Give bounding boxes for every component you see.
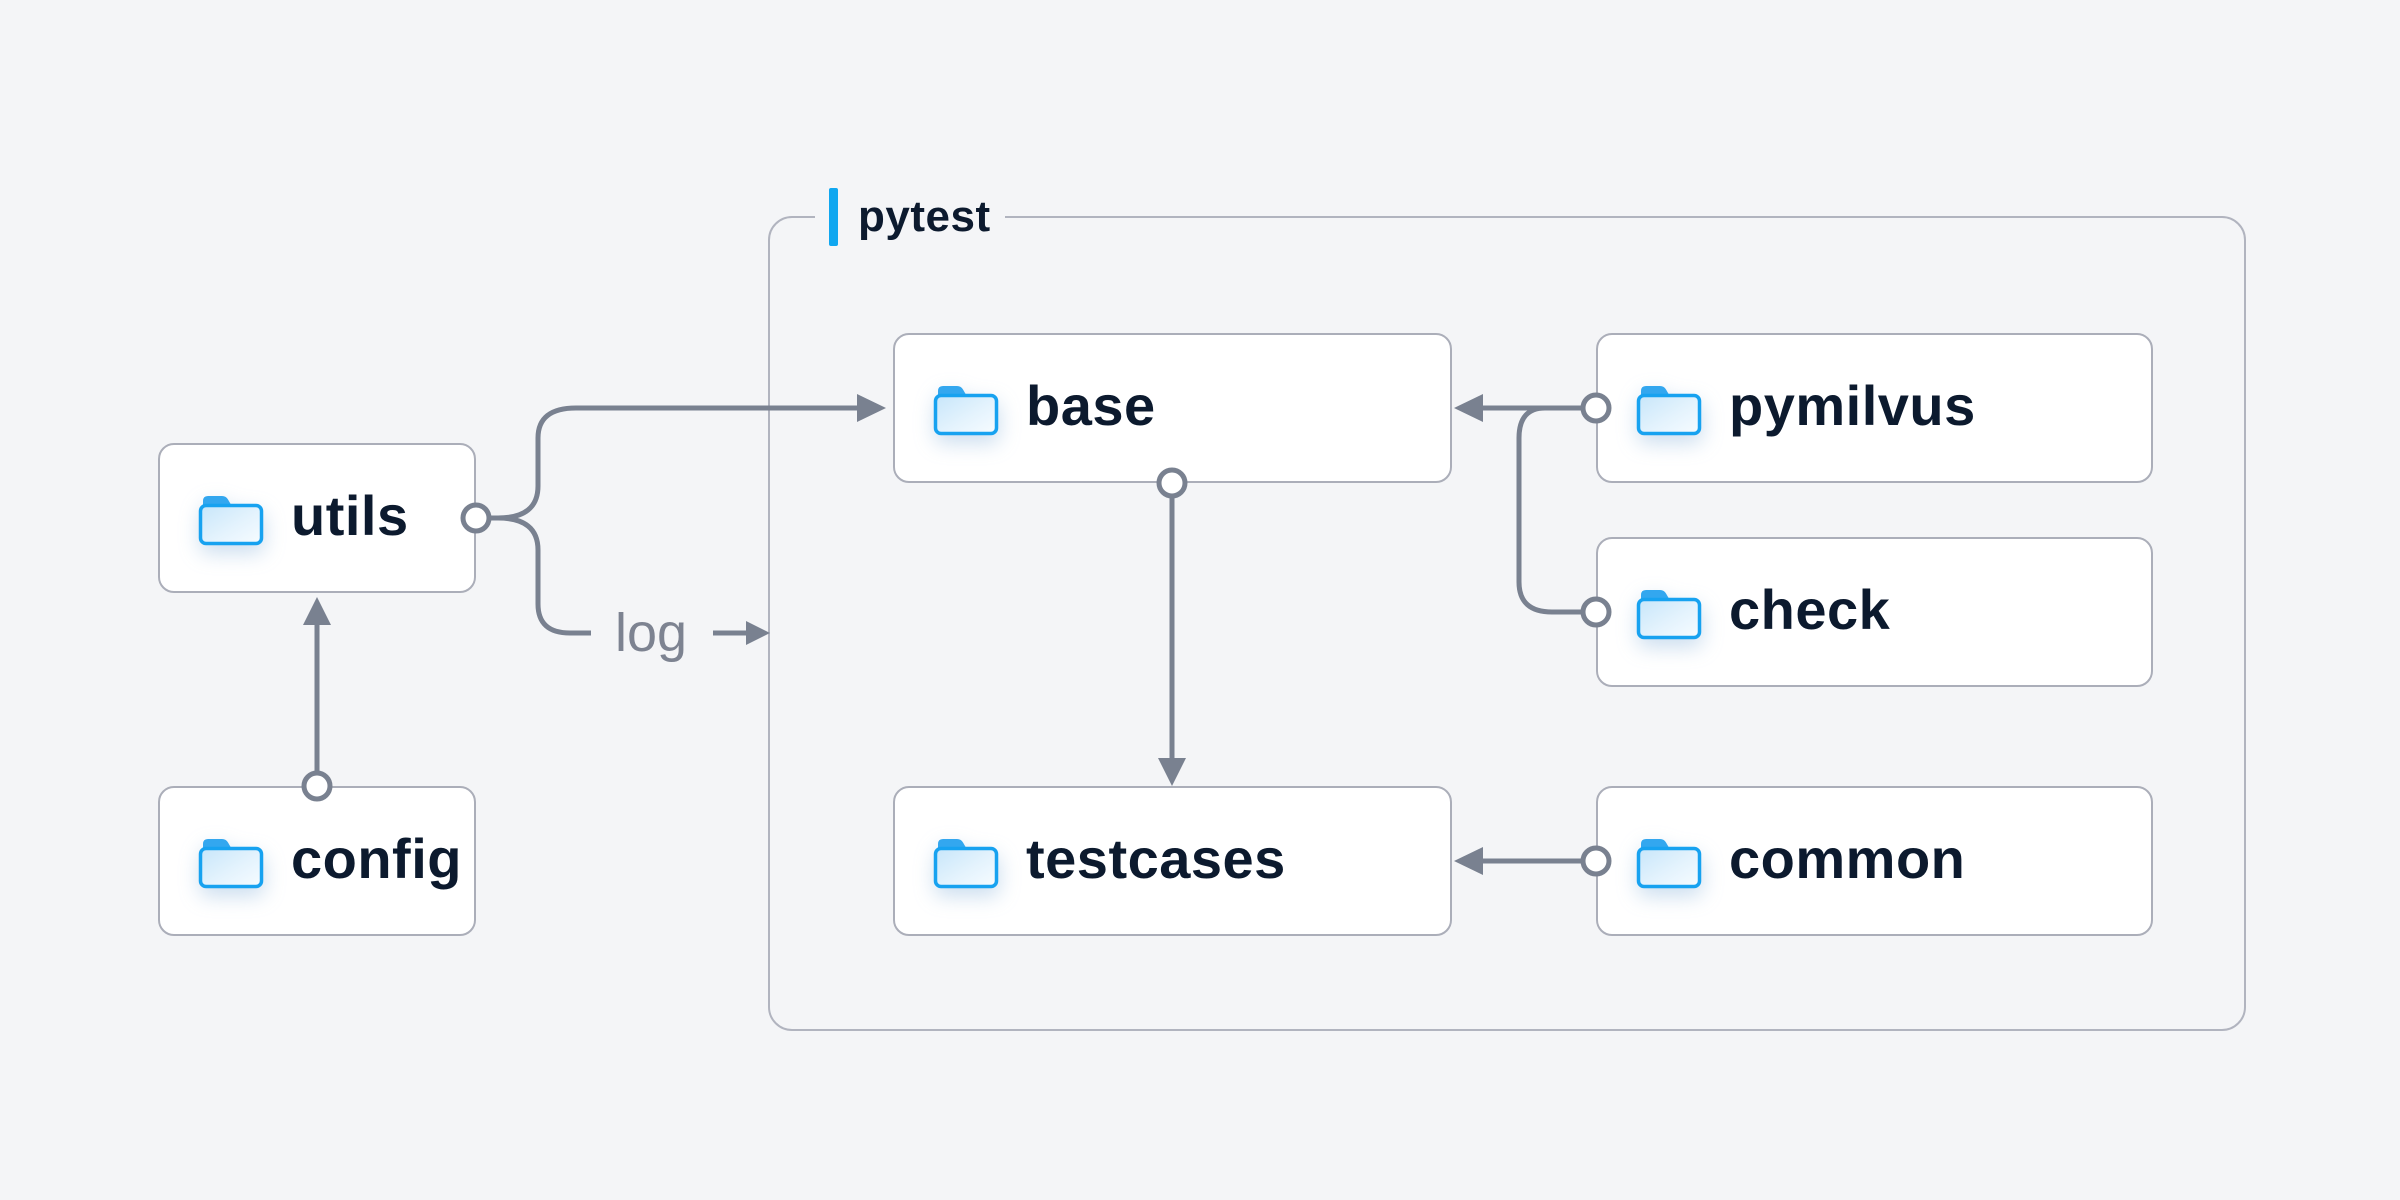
node-config: config <box>158 786 476 936</box>
node-utils: utils <box>158 443 476 593</box>
pytest-label: pytest <box>858 192 991 241</box>
node-label: testcases <box>1026 827 1286 890</box>
folder-icon <box>1636 588 1702 640</box>
pytest-legend: pytest <box>815 185 1005 249</box>
node-label: common <box>1729 827 1966 890</box>
accent-bar <box>829 188 838 246</box>
node-testcases: testcases <box>893 786 1452 936</box>
node-base: base <box>893 333 1452 483</box>
folder-icon <box>198 494 264 546</box>
arrowhead-log <box>746 621 770 645</box>
node-label: config <box>291 827 462 890</box>
folder-icon <box>1636 384 1702 436</box>
folder-icon <box>933 837 999 889</box>
folder-icon <box>933 384 999 436</box>
node-common: common <box>1596 786 2153 936</box>
node-label: check <box>1729 578 1891 641</box>
node-check: check <box>1596 537 2153 687</box>
node-label: utils <box>291 484 409 547</box>
node-label: pymilvus <box>1729 374 1976 437</box>
folder-icon <box>1636 837 1702 889</box>
node-label: base <box>1026 374 1156 437</box>
arrowhead-into-utils <box>303 597 331 625</box>
edge-utils-log <box>489 515 591 636</box>
folder-icon <box>198 837 264 889</box>
node-pymilvus: pymilvus <box>1596 333 2153 483</box>
log-edge-label: log <box>614 603 688 663</box>
